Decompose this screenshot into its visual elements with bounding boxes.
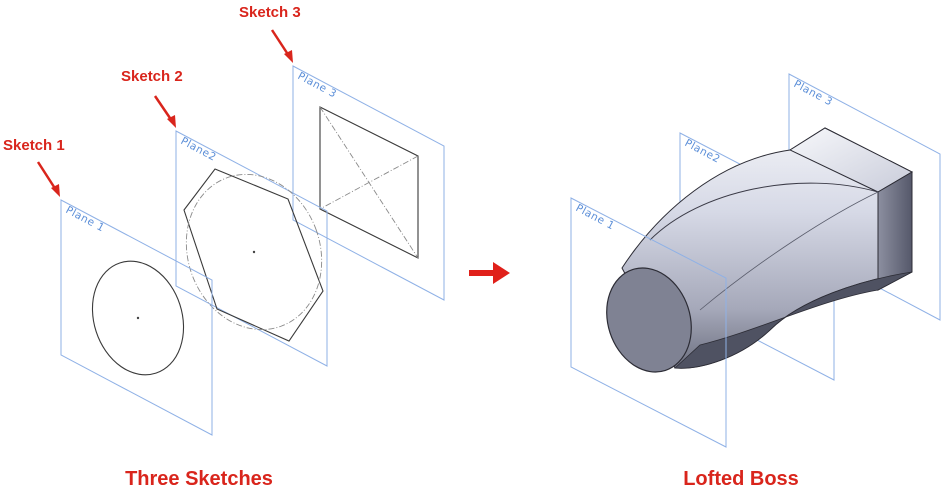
sketch-2-label: Sketch 2 <box>121 68 183 85</box>
callout-arrow-icon <box>153 95 176 128</box>
plane-1-sketch: Plane 1 <box>60 199 213 436</box>
plane-3-frame <box>292 65 445 301</box>
plane-2-sketch: Plane2 <box>175 130 328 367</box>
boss-plane-1-frame <box>570 197 727 448</box>
three-sketches-group: Plane 3 Plane2 Plane 1 Sketch 1 Sketch 2 <box>3 4 445 490</box>
plane-2-frame <box>175 130 328 367</box>
plane-2-label: Plane2 <box>179 135 219 164</box>
boss-plane-2-label: Plane2 <box>683 137 723 166</box>
plane-1-label: Plane 1 <box>64 204 107 234</box>
hexagon-sketch <box>183 168 324 342</box>
boss-plane-1-label: Plane 1 <box>574 202 617 232</box>
transition-arrow-icon <box>469 262 510 284</box>
callout-arrow-icon <box>270 29 293 63</box>
callout-arrow-icon <box>36 161 60 197</box>
plane-1-frame <box>60 199 213 436</box>
lofted-boss-caption: Lofted Boss <box>683 468 799 490</box>
three-sketches-caption: Three Sketches <box>125 468 273 490</box>
lofted-boss-group: Plane 3 Plane2 Plane 1 Lofted Boss <box>570 73 941 490</box>
sketch-1-label: Sketch 1 <box>3 137 65 154</box>
circle-sketch <box>91 260 185 376</box>
boss-plane-3-label: Plane 3 <box>792 78 835 108</box>
lofted-solid <box>606 127 914 373</box>
plane-3-sketch: Plane 3 <box>292 65 445 301</box>
sketch-3-label: Sketch 3 <box>239 4 301 21</box>
plane-3-label: Plane 3 <box>296 70 339 100</box>
construction-circle <box>185 173 323 331</box>
